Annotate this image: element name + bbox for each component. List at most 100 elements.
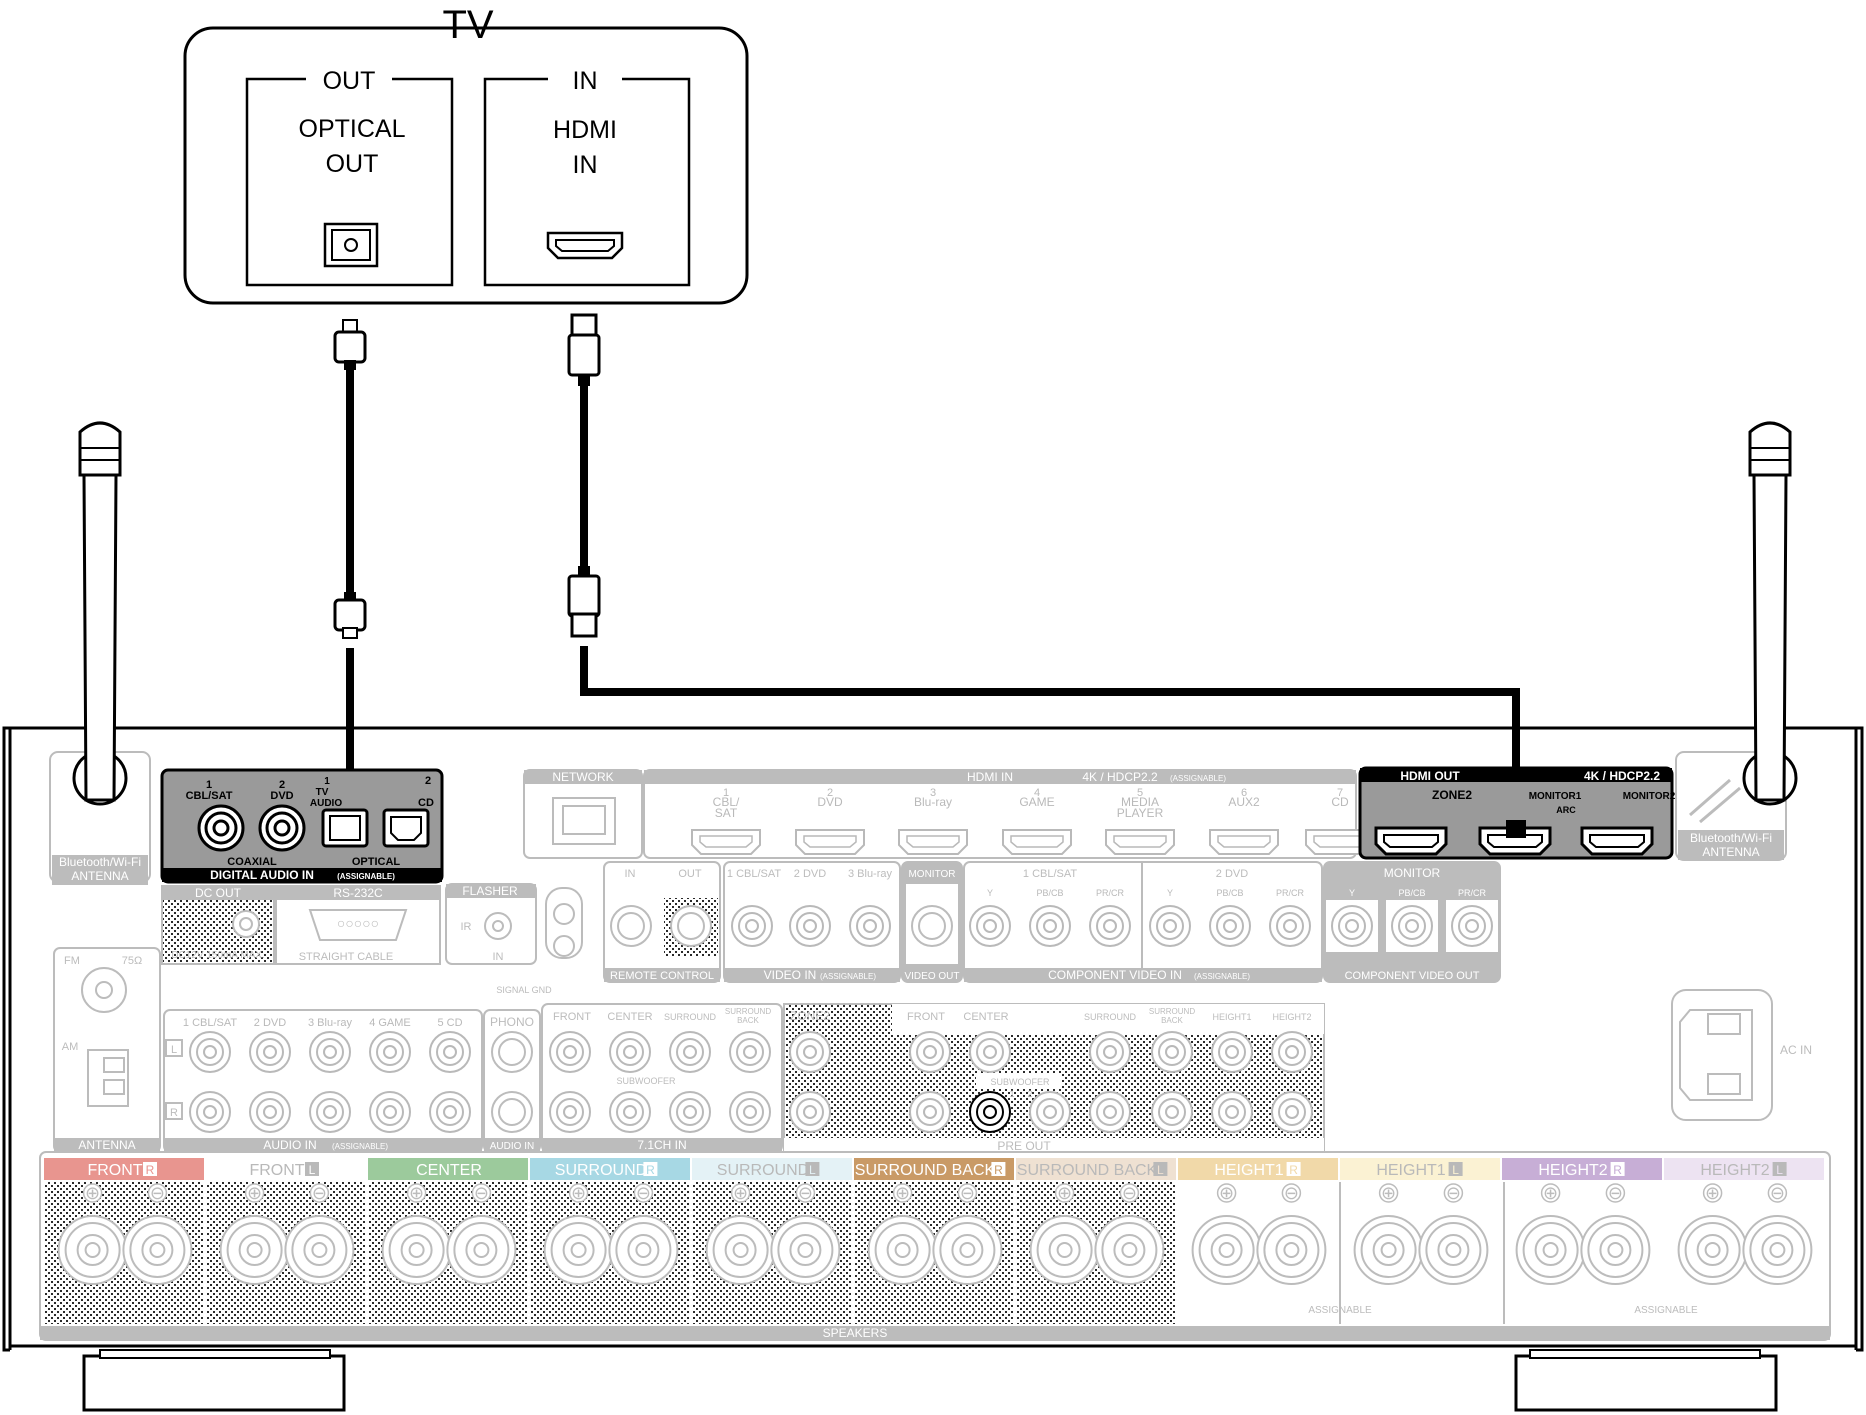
bt-antenna-right-label: Bluetooth/Wi-Fi	[1690, 831, 1772, 845]
audio-in-l-label: L	[171, 1044, 177, 1056]
fm-label: FM	[64, 955, 80, 967]
flasher-label: FLASHER	[462, 884, 518, 898]
speaker-8-plus-terminal-icon	[1191, 1215, 1262, 1285]
speaker-header-7-swatch	[1016, 1158, 1176, 1180]
speaker-2-plus-terminal-icon	[219, 1215, 290, 1285]
speaker-header-10-side-label: R	[1613, 1163, 1622, 1177]
hdmi-in-6-number: 6	[1241, 787, 1247, 799]
hdmi-in-3-port-icon	[898, 829, 968, 855]
video-out-monitor-panel: MONITOR VIDEO OUT	[901, 861, 963, 983]
speaker-header-8-side-label: R	[1289, 1163, 1298, 1177]
ch71-surround-label: SURROUND	[664, 1012, 717, 1022]
tv-optical-label-2: OUT	[326, 150, 379, 178]
audio-in-2-r-jack-icon	[249, 1091, 291, 1133]
speaker-7-minus-icon: ⊖	[1122, 1183, 1137, 1203]
speaker-6-minus-terminal-icon	[932, 1215, 1003, 1285]
tv-optical-port-icon	[323, 222, 379, 268]
speaker-4-minus-icon: ⊖	[636, 1183, 651, 1203]
coaxial-2-name: DVD	[270, 790, 293, 802]
speaker-header-5-side-label: L	[809, 1163, 816, 1177]
speaker-3-minus-icon: ⊖	[474, 1183, 489, 1203]
ch71-footer: 7.1CH IN	[637, 1138, 686, 1152]
speaker-7-plus-terminal-icon	[1029, 1215, 1100, 1285]
preout-2-bottom-jack-icon	[1089, 1091, 1131, 1133]
preout-subwoofer-1-jack-icon	[969, 1091, 1011, 1133]
preout-height1-label: HEIGHT1	[1212, 1012, 1251, 1022]
optical-1-port-icon	[321, 808, 369, 848]
rs232c-label: RS-232C	[333, 886, 383, 900]
hdmi-in-panel: HDMI IN 4K / HDCP2.2 (ASSIGNABLE) 1CBL/S…	[643, 769, 1375, 859]
component-in-1-pr-jack-icon	[1089, 905, 1131, 947]
hdmi-out-monitor1-port-icon	[1478, 826, 1552, 856]
video-in-footer: VIDEO IN	[764, 968, 817, 982]
audio-in-5-label: 5 CD	[437, 1017, 462, 1029]
tv-out-label: OUT	[323, 67, 376, 95]
digital-audio-in-panel: 1 CBL/SAT 2 DVD 1 TV AUDIO 2 CD	[160, 768, 444, 884]
audio-in-4-label: 4 GAME	[369, 1017, 411, 1029]
av-receiver: Bluetooth/Wi-Fi ANTENNA Bluetooth/Wi-Fi …	[2, 421, 1864, 1412]
speaker-header-6-swatch	[854, 1158, 1014, 1180]
video-in-2-jack-icon	[789, 905, 831, 947]
optical-1-number: 1	[324, 776, 330, 787]
speaker-9-plus-terminal-icon	[1353, 1215, 1424, 1285]
preout-1-bottom-jack-icon	[909, 1091, 951, 1133]
optical-1-name-2: AUDIO	[310, 798, 342, 809]
video-in-3-label: 3 Blu-ray	[848, 868, 893, 880]
receiver-foot-right	[1514, 1349, 1778, 1412]
component-out-y-jack-icon	[1331, 905, 1373, 947]
component-in-1-y-jack-icon	[969, 905, 1011, 947]
speaker-header-2-side-label: L	[309, 1163, 316, 1177]
bt-antenna-left-label-2: ANTENNA	[71, 869, 128, 883]
hdmi-in-6-name: AUX2	[1228, 795, 1260, 809]
audio-in-1-l-jack-icon	[189, 1031, 231, 1073]
speaker-2-minus-icon: ⊖	[312, 1183, 327, 1203]
hdmi-out-monitor2-port-icon	[1580, 826, 1654, 856]
hdmi-in-header: HDMI IN	[967, 770, 1013, 784]
speaker-2-minus-terminal-icon	[284, 1215, 355, 1285]
preout-4-top-jack-icon	[1151, 1031, 1193, 1073]
speaker-header-6-side-label: R	[994, 1163, 1003, 1177]
video-in-2-label: 2 DVD	[794, 868, 826, 880]
remote-control-label: REMOTE CONTROL	[610, 970, 714, 982]
remote-control-panel: IN OUT REMOTE CONTROL	[603, 861, 721, 983]
ch71-3-bottom-jack-icon	[669, 1091, 711, 1133]
tv-out-box: OUT OPTICAL OUT	[245, 67, 454, 287]
speaker-3-plus-terminal-icon	[381, 1215, 452, 1285]
ch71-4-bottom-jack-icon	[729, 1091, 771, 1133]
speaker-header-3-label: CENTER	[416, 1162, 482, 1179]
preout-surround-back-label-2: BACK	[1161, 1016, 1183, 1025]
hdmi-in-5-name-2: PLAYER	[1117, 806, 1164, 820]
component-in-1-pb-jack-icon	[1029, 905, 1071, 947]
fm-ohm-label: 75Ω	[122, 955, 142, 967]
preout-3-bottom-jack-icon	[1151, 1091, 1193, 1133]
preout-sub1-label: 1	[1009, 1089, 1014, 1099]
speaker-header-9-side-box	[1448, 1162, 1463, 1176]
hdmi-in-5-port-icon	[1105, 829, 1175, 855]
preout-panel: ZONE2 FRONT CENTER SURROUND SURROUND BAC…	[783, 1003, 1325, 1153]
phono-panel: PHONO AUDIO IN	[483, 1009, 541, 1153]
speaker-header-10-label: HEIGHT2	[1538, 1162, 1607, 1179]
tuner-antenna-panel: FM 75Ω AM ANTENNA	[53, 947, 161, 1153]
speaker-header-7-side-box	[1153, 1162, 1168, 1176]
speaker-4-minus-terminal-icon	[608, 1215, 679, 1285]
component-in-2-y-jack-icon	[1149, 905, 1191, 947]
signal-gnd-label: SIGNAL GND	[496, 985, 552, 995]
hdmi-out-header: HDMI OUT	[1400, 769, 1460, 783]
hdmi-cable	[567, 313, 1520, 838]
preout-center-label: CENTER	[963, 1011, 1008, 1023]
preout-5-top-jack-icon	[1211, 1031, 1253, 1073]
rs232c-pins-icon: ○○○○○	[337, 915, 379, 931]
dc-out-panel: DC OUT DC12V 150mA MAX.	[161, 885, 275, 965]
component-in-2-pb-jack-icon	[1209, 905, 1251, 947]
speaker-9-plus-icon: ⊕	[1381, 1183, 1396, 1203]
speaker-1-plus-icon: ⊕	[85, 1183, 100, 1203]
speakers-footer: SPEAKERS	[823, 1326, 888, 1340]
audio-in-5-l-jack-icon	[429, 1031, 471, 1073]
ch71-surround-back-label: SURROUND	[725, 1007, 771, 1016]
audio-in-note: (ASSIGNABLE)	[332, 1142, 388, 1151]
hdmi-out-monitor1-label: MONITOR1	[1529, 791, 1582, 802]
component-in-note: (ASSIGNABLE)	[1194, 972, 1250, 981]
audio-in-4-l-jack-icon	[369, 1031, 411, 1073]
